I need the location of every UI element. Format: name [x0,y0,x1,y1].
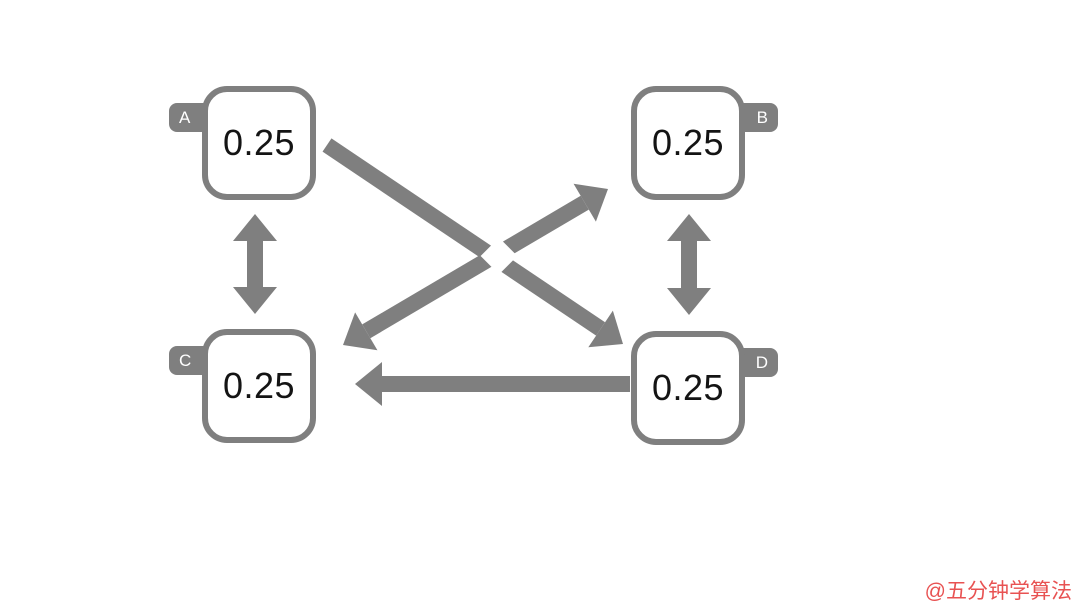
edge-a-c-arrowhead-c [233,287,277,314]
edge-b-d-arrowhead-d [667,288,711,315]
node-b-label: B [756,108,768,127]
node-c-label: C [179,351,192,370]
node-c: C 0.25 [169,329,316,443]
edge-crossing-gap [480,237,518,275]
edge-b-d-arrowhead-b [667,214,711,241]
node-d-value: 0.25 [651,367,725,408]
edge-d-c-arrowhead-c [355,362,382,406]
edge-a-d-shaft [322,138,606,336]
edge-c-b-shaft [362,195,589,339]
edge-c-b-arrowhead-c [343,312,378,351]
watermark-text: @五分钟学算法 [924,580,1072,603]
node-a-box: 0.25 [202,86,316,200]
node-a-label: A [179,108,191,127]
node-d-label: D [755,353,768,372]
node-c-value: 0.25 [222,365,296,406]
node-d-box: 0.25 [631,331,745,445]
edge-a-d-arrowhead-d [588,310,623,348]
node-a: A 0.25 [169,86,316,200]
node-c-box: 0.25 [202,329,316,443]
node-b-value: 0.25 [651,122,725,163]
node-b: B 0.25 [631,86,778,200]
node-d: D 0.25 [631,331,778,445]
node-a-value: 0.25 [222,122,296,163]
edge-a-c-arrowhead-a [233,214,277,241]
node-b-box: 0.25 [631,86,745,200]
edge-c-b-arrowhead-b [573,183,608,222]
